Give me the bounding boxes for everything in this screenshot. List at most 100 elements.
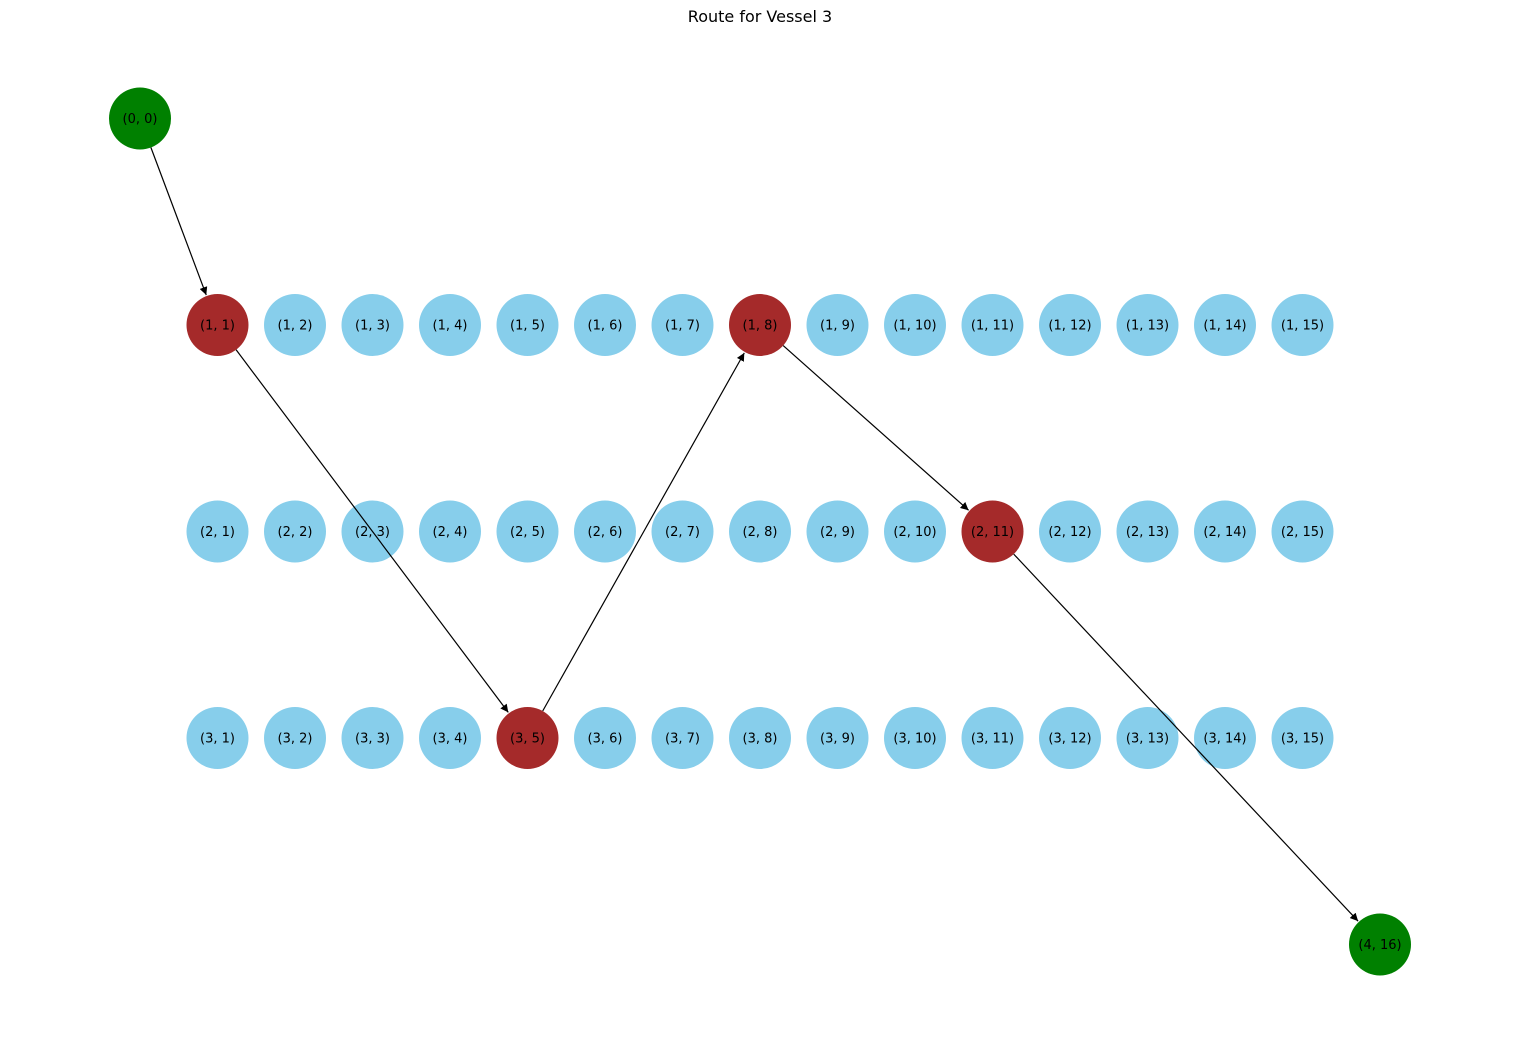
graph-nodes: (0, 0)(1, 1)(1, 2)(1, 3)(1, 4)(1, 5)(1, …: [109, 87, 1411, 976]
node-circle: [651, 500, 714, 563]
node-3-10: (3, 10): [884, 707, 946, 769]
node-circle: [1271, 294, 1334, 356]
node-circle: [186, 500, 249, 563]
node-label: (1, 13): [1126, 319, 1169, 334]
node-circle: [806, 294, 869, 356]
node-3-12: (3, 12): [1039, 707, 1101, 769]
node-2-14: (2, 14): [1194, 500, 1256, 563]
node-label: (1, 7): [665, 319, 700, 334]
node-label: (1, 12): [1048, 319, 1091, 334]
node-circle: [264, 500, 326, 563]
node-label: (3, 10): [893, 732, 936, 747]
node-circle: [574, 707, 636, 769]
node-label: (3, 11): [971, 732, 1014, 747]
node-2-12: (2, 12): [1039, 500, 1101, 563]
node-3-3: (3, 3): [341, 707, 404, 769]
node-label: (1, 1): [200, 319, 235, 334]
node-3-7: (3, 7): [651, 707, 714, 769]
node-label: (3, 1): [200, 732, 235, 747]
diagram-title: Route for Vessel 3: [687, 7, 833, 26]
node-label: (2, 8): [743, 525, 778, 540]
node-1-6: (1, 6): [574, 294, 636, 356]
node-circle: [1039, 707, 1101, 769]
node-circle: [729, 707, 791, 769]
node-circle: [1116, 500, 1179, 563]
node-label: (1, 5): [510, 319, 545, 334]
node-2-2: (2, 2): [264, 500, 326, 563]
node-circle: [729, 294, 791, 356]
node-label: (2, 2): [278, 525, 313, 540]
route-edge-1-1-to-3-5: [235, 349, 509, 713]
node-label: (1, 4): [433, 319, 468, 334]
node-circle: [109, 87, 171, 150]
node-circle: [574, 500, 636, 563]
node-circle: [419, 707, 481, 769]
node-circle: [729, 500, 791, 563]
node-circle: [884, 500, 946, 563]
node-1-10: (1, 10): [884, 294, 946, 356]
node-3-8: (3, 8): [729, 707, 791, 769]
node-label: (3, 9): [820, 732, 855, 747]
node-label: (3, 7): [665, 732, 700, 747]
node-label: (1, 8): [743, 319, 778, 334]
node-circle: [1039, 500, 1101, 563]
node-2-10: (2, 10): [884, 500, 946, 563]
node-1-8: (1, 8): [729, 294, 791, 356]
node-label: (3, 3): [355, 732, 390, 747]
node-2-7: (2, 7): [651, 500, 714, 563]
node-label: (1, 10): [893, 319, 936, 334]
node-label: (2, 4): [433, 525, 468, 540]
node-label: (4, 16): [1358, 938, 1401, 953]
node-circle: [1039, 294, 1101, 356]
node-circle: [884, 707, 946, 769]
node-label: (1, 11): [971, 319, 1014, 334]
node-label: (3, 13): [1126, 732, 1169, 747]
node-circle: [186, 294, 249, 356]
node-circle: [496, 294, 559, 356]
node-label: (3, 15): [1281, 732, 1324, 747]
node-circle: [341, 707, 404, 769]
node-1-9: (1, 9): [806, 294, 869, 356]
node-2-15: (2, 15): [1271, 500, 1334, 563]
node-circle: [1116, 294, 1179, 356]
node-label: (1, 6): [588, 319, 623, 334]
node-circle: [496, 500, 559, 563]
node-circle: [961, 707, 1024, 769]
node-2-8: (2, 8): [729, 500, 791, 563]
node-label: (1, 3): [355, 319, 390, 334]
node-circle: [651, 294, 714, 356]
node-1-14: (1, 14): [1194, 294, 1256, 356]
node-circle: [884, 294, 946, 356]
node-label: (3, 2): [278, 732, 313, 747]
node-label: (2, 10): [893, 525, 936, 540]
node-3-2: (3, 2): [264, 707, 326, 769]
node-label: (2, 5): [510, 525, 545, 540]
node-circle: [419, 500, 481, 563]
node-circle: [419, 294, 481, 356]
node-label: (1, 9): [820, 319, 855, 334]
node-circle: [264, 707, 326, 769]
node-1-4: (1, 4): [419, 294, 481, 356]
node-circle: [496, 707, 559, 769]
node-1-12: (1, 12): [1039, 294, 1101, 356]
route-edge-2-11-to-4-16: [1013, 553, 1359, 922]
node-label: (1, 2): [278, 319, 313, 334]
node-label: (2, 14): [1203, 525, 1246, 540]
node-circle: [186, 707, 249, 769]
node-3-6: (3, 6): [574, 707, 636, 769]
node-label: (2, 9): [820, 525, 855, 540]
node-3-5: (3, 5): [496, 707, 559, 769]
node-circle: [961, 294, 1024, 356]
node-2-11: (2, 11): [961, 500, 1024, 563]
node-circle: [1271, 500, 1334, 563]
node-label: (3, 14): [1203, 732, 1246, 747]
node-label: (3, 8): [743, 732, 778, 747]
route-edge-1-8-to-2-11: [782, 345, 969, 511]
node-3-4: (3, 4): [419, 707, 481, 769]
node-1-5: (1, 5): [496, 294, 559, 356]
node-label: (3, 12): [1048, 732, 1091, 747]
node-circle: [961, 500, 1024, 563]
node-2-5: (2, 5): [496, 500, 559, 563]
node-1-15: (1, 15): [1271, 294, 1334, 356]
